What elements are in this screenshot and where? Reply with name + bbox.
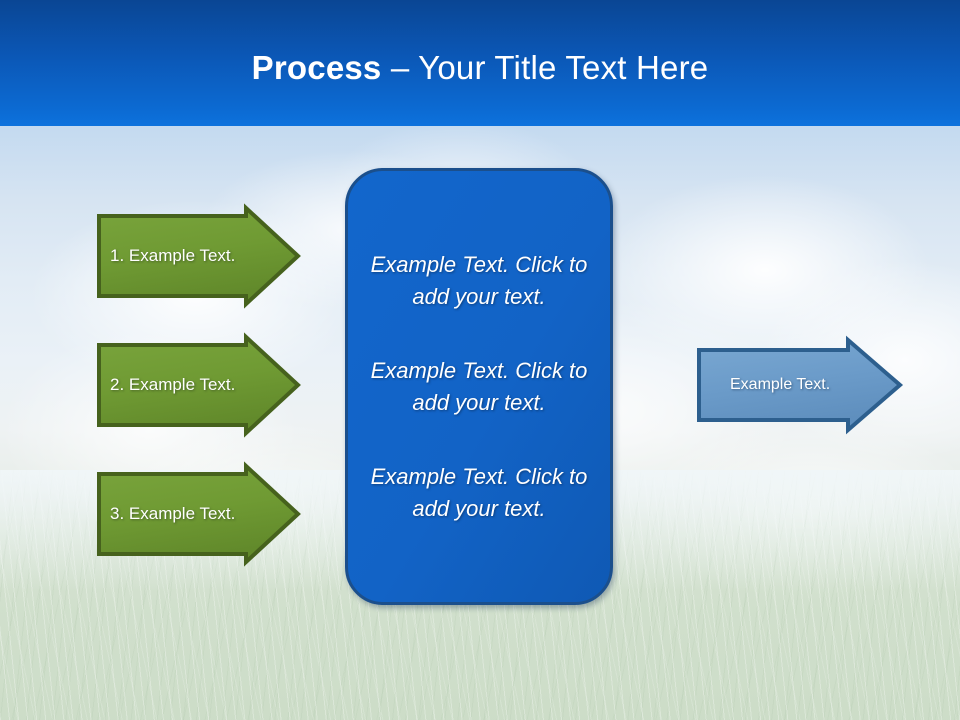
input-arrow-1[interactable]: 1. Example Text. xyxy=(96,203,301,309)
input-arrow-2[interactable]: 2. Example Text. xyxy=(96,332,301,438)
process-box-paragraph-1: Example Text. Click to add your text. xyxy=(370,251,588,309)
page-title-rest: – Your Title Text Here xyxy=(381,49,709,86)
arrow-right-icon xyxy=(97,461,301,567)
process-box[interactable]: Example Text. Click to add your text. Ex… xyxy=(345,168,613,605)
input-arrow-1-label: 1. Example Text. xyxy=(110,246,236,265)
page-title-bold: Process xyxy=(251,49,382,86)
process-box-paragraph-3: Example Text. Click to add your text. xyxy=(370,463,588,521)
page-title: Process – Your Title Text Here xyxy=(0,48,960,88)
output-arrow-label: Example Text. xyxy=(730,376,831,393)
arrow-right-icon xyxy=(97,332,301,438)
arrow-right-icon xyxy=(97,203,301,309)
output-arrow[interactable]: Example Text. xyxy=(696,335,904,435)
title-band: Process – Your Title Text Here xyxy=(0,0,960,126)
input-arrow-2-label: 2. Example Text. xyxy=(110,375,236,394)
input-arrow-3-label: 3. Example Text. xyxy=(110,504,236,523)
input-arrow-3[interactable]: 3. Example Text. xyxy=(96,461,301,567)
arrow-right-icon xyxy=(697,335,904,435)
process-box-paragraph-2: Example Text. Click to add your text. xyxy=(370,357,588,415)
